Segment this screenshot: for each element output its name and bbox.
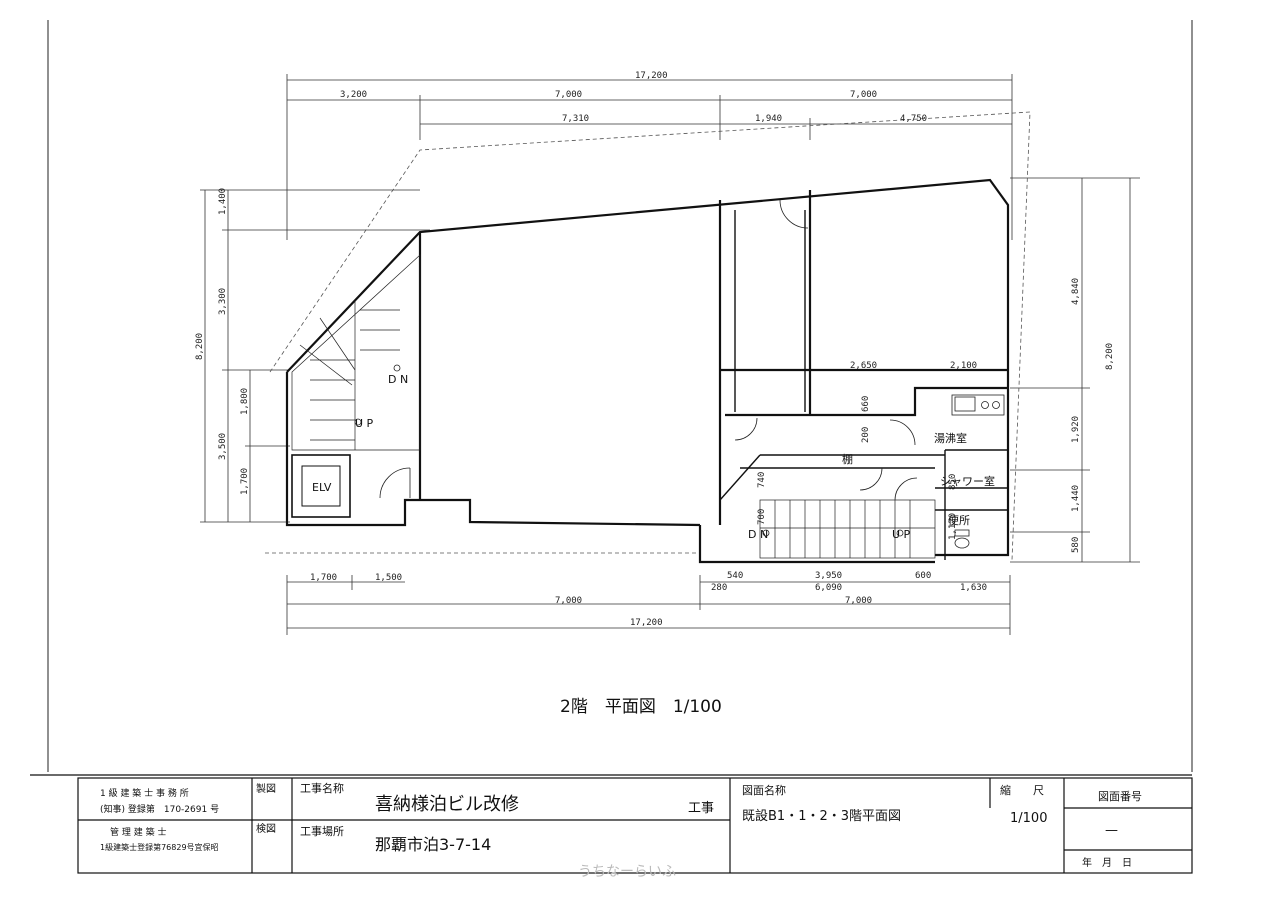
dim-inner-f: 700 xyxy=(757,509,767,525)
dim-bot-i: 7,000 xyxy=(555,596,582,606)
dim-left-d: 1,800 xyxy=(240,388,250,415)
dim-inner-a: 2,650 xyxy=(850,361,877,371)
dim-inner-h: 1,120 xyxy=(948,513,958,540)
dim-bot-f: 280 xyxy=(711,583,727,593)
dim-top-d: 7,310 xyxy=(562,114,589,124)
room-partitions xyxy=(719,210,1008,560)
stair-right xyxy=(759,499,936,559)
dim-right-d: 580 xyxy=(1071,537,1081,553)
dim-left-e: 1,700 xyxy=(240,468,250,495)
stair-markers xyxy=(354,364,904,537)
dim-top-f: 4,750 xyxy=(900,114,927,124)
label-dn-left: D N xyxy=(388,373,408,386)
dim-bot-j: 7,000 xyxy=(845,596,872,606)
tb-check-label: 検図 xyxy=(256,822,276,835)
label-elv: ELV xyxy=(312,481,332,494)
stair-left xyxy=(291,254,421,451)
tb-drawing-name: 既設B1・1・2・3階平面図 xyxy=(742,808,901,824)
tb-project-name: 喜納様泊ビル改修 xyxy=(375,794,519,815)
tb-number-label: 図面番号 xyxy=(1098,790,1142,803)
watermark: うちなーらいふ xyxy=(578,864,676,880)
dim-right-b: 1,920 xyxy=(1071,416,1081,443)
label-toilet: 便所 xyxy=(948,514,970,527)
dim-bot-total: 17,200 xyxy=(630,618,663,628)
dimension-lines-right xyxy=(1010,177,1140,563)
title-block-text: 1 級 建 築 士 事 務 所 (知事) 登録第 170-2691 号 管 理 … xyxy=(100,781,1142,880)
dim-inner-d: 200 xyxy=(861,427,871,443)
kitchen-fixtures xyxy=(951,394,1005,416)
title-block-frame xyxy=(30,774,1193,874)
dim-inner-b: 2,100 xyxy=(950,361,977,371)
dim-left-c: 3,500 xyxy=(218,433,228,460)
tb-office: 1 級 建 築 士 事 務 所 xyxy=(100,787,189,799)
dim-left-a: 1,400 xyxy=(218,188,228,215)
tb-office-reg: (知事) 登録第 170-2691 号 xyxy=(100,803,219,815)
dim-top-c: 7,000 xyxy=(850,90,877,100)
elevator-shaft xyxy=(291,454,351,518)
dimension-lines-bottom xyxy=(286,575,1011,635)
dim-bot-g: 6,090 xyxy=(815,583,842,593)
tb-scale-value: 1/100 xyxy=(1010,811,1047,826)
dimension-lines-top xyxy=(286,74,1013,240)
dim-top-a: 3,200 xyxy=(340,90,367,100)
label-shower: シャワー室 xyxy=(940,474,995,488)
tb-site-label: 工事場所 xyxy=(300,825,344,838)
dimension-texts: 17,200 3,200 7,000 7,000 7,310 1,940 4,7… xyxy=(195,71,1115,628)
dim-bot-d: 3,950 xyxy=(815,571,842,581)
tb-date-label: 年 月 日 xyxy=(1082,856,1132,869)
dim-top-total: 17,200 xyxy=(635,71,668,81)
dim-left-b: 3,300 xyxy=(218,288,228,315)
label-up-right: U P xyxy=(892,528,911,541)
label-shelf: 棚 xyxy=(842,452,853,466)
room-labels: ELV D N U P D N U P 湯沸室 シャワー室 便所 棚 xyxy=(312,373,995,541)
dim-bot-b: 1,500 xyxy=(375,573,402,583)
site-boundary xyxy=(265,111,1031,561)
plan-title: 2階 平面図 1/100 xyxy=(560,697,722,717)
dim-right-a: 4,840 xyxy=(1071,278,1081,305)
tb-project-suffix: 工事 xyxy=(688,801,714,816)
tb-site-address: 那覇市泊3-7-14 xyxy=(375,835,491,854)
tb-architect: 管 理 建 築 士 xyxy=(110,826,166,838)
dim-inner-c: 660 xyxy=(861,396,871,412)
tb-architect-reg: 1級建築士登録第76829号宜保昭 xyxy=(100,842,219,852)
tb-drawing-label: 図面名称 xyxy=(742,783,786,797)
toilet-fixture xyxy=(954,529,970,549)
label-kitchen: 湯沸室 xyxy=(934,431,967,445)
dim-right-total: 8,200 xyxy=(1105,343,1115,370)
dimension-lines-left xyxy=(200,189,430,523)
label-up-left: U P xyxy=(355,417,374,430)
dim-right-c: 1,440 xyxy=(1071,485,1081,512)
tb-made-label: 製図 xyxy=(256,782,276,795)
door-swings xyxy=(379,199,918,501)
dim-inner-e: 740 xyxy=(757,472,767,488)
dim-bot-h: 1,630 xyxy=(960,583,987,593)
dim-bot-e: 600 xyxy=(915,571,931,581)
building-outline xyxy=(285,178,1010,564)
tb-scale-label: 縮 尺 xyxy=(1000,783,1044,797)
dim-bot-c: 540 xyxy=(727,571,743,581)
dim-top-b: 7,000 xyxy=(555,90,582,100)
tb-number-value: — xyxy=(1105,823,1118,838)
tb-project-label: 工事名称 xyxy=(300,781,344,795)
dim-inner-g: 850 xyxy=(948,474,958,490)
dim-top-e: 1,940 xyxy=(755,114,782,124)
dim-left-total: 8,200 xyxy=(195,333,205,360)
dim-bot-a: 1,700 xyxy=(310,573,337,583)
